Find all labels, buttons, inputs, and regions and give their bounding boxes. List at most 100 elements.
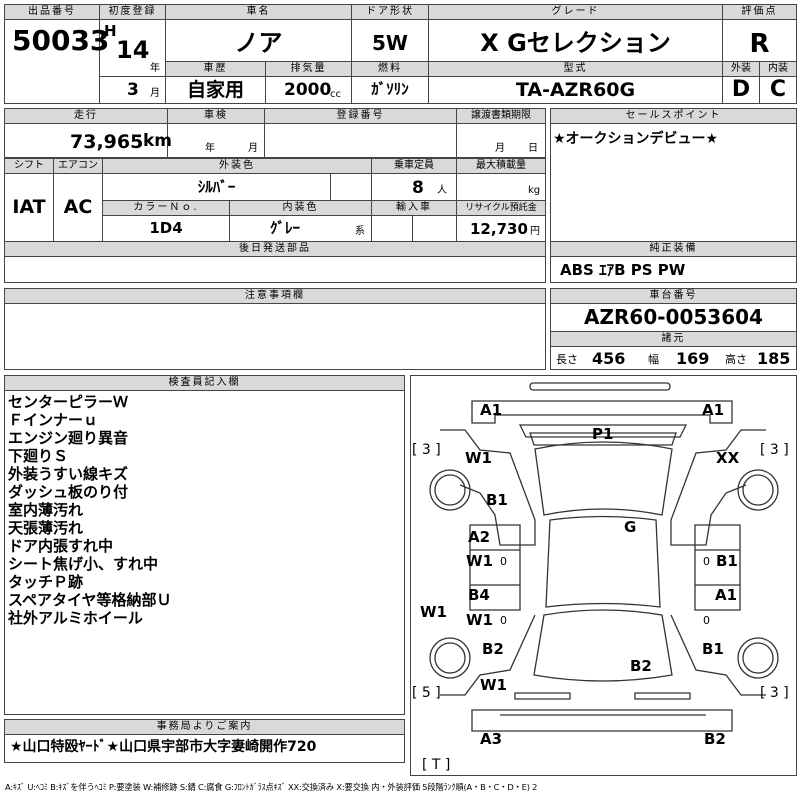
mark-door-rr-1: A1 xyxy=(715,586,737,604)
capacity-unit: 人 xyxy=(437,185,447,196)
office-note: ★山口特殴ﾔｰﾄﾞ★山口県宇部市大字妻崎開作720 xyxy=(10,739,317,755)
mark-door-fl-2: W1 xyxy=(466,552,493,570)
month-unit: 月 xyxy=(150,88,160,99)
mark-qtr-l: B2 xyxy=(482,640,504,658)
interior-grade: C xyxy=(769,77,787,102)
inspector-note: 天張薄汚れ xyxy=(8,519,84,537)
int-color-header: 内装色 xyxy=(230,201,371,216)
mileage-unit: km xyxy=(143,131,173,151)
sales-point: ★オークションデビュー★ xyxy=(553,131,719,147)
inspection-header: 車検 xyxy=(168,109,264,124)
inspector-notes-list: センターピラーＷ Ｆインナーｕ エンジン廻り異音 下廻りＳ 外装うすい線キズ ダ… xyxy=(8,393,403,627)
model-code: TA-AZR60G xyxy=(515,79,636,101)
mark-front-left: A1 xyxy=(480,401,502,419)
door-type: 5W xyxy=(372,31,408,55)
shift-header: シフト xyxy=(5,159,53,174)
mark-sill-l: W1 xyxy=(420,603,447,621)
sales-point-header: セールスポイント xyxy=(551,109,796,124)
mark-door-fl-1: A2 xyxy=(468,528,490,546)
mark-door-rl-1: B4 xyxy=(468,586,490,604)
grade-header: グレード xyxy=(429,5,722,20)
exterior-grade: D xyxy=(731,77,751,102)
width-label: 幅 xyxy=(648,353,659,366)
mark-roof: G xyxy=(624,518,636,536)
color-no: 1D4 xyxy=(149,219,183,237)
door-header: ドア形状 xyxy=(352,5,428,20)
mark-rear-glass: B2 xyxy=(630,657,652,675)
interior-header: 内装 xyxy=(760,62,796,77)
reg-month: 3 xyxy=(127,80,139,100)
history: 自家用 xyxy=(186,79,244,101)
tire-rr: [ 3 ] xyxy=(760,685,789,701)
tire-fr: [ 3 ] xyxy=(760,442,789,458)
mark-door-rl-2: W1 xyxy=(466,611,493,629)
length: 456 xyxy=(592,349,626,368)
door-num-fr: 0 xyxy=(703,555,710,568)
int-color: ｸﾞﾚｰ xyxy=(269,219,300,237)
reg-no-header: 登録番号 xyxy=(265,109,456,124)
displacement: 2000 xyxy=(284,80,332,100)
inspector-block xyxy=(4,375,405,715)
height-label: 高さ xyxy=(725,353,747,366)
mark-pillar-l: B1 xyxy=(486,491,508,509)
mark-qtr-l2: W1 xyxy=(480,676,507,694)
inspector-note: 外装うすい線キズ xyxy=(8,465,129,483)
grade: X Gセレクション xyxy=(480,29,671,57)
mark-fender-fl: W1 xyxy=(465,449,492,467)
tire-rl: [ 5 ] xyxy=(412,685,441,701)
lot-no-header: 出品番号 xyxy=(5,5,99,20)
int-color-unit: 系 xyxy=(355,226,365,237)
office-header: 事務局よりご案内 xyxy=(5,720,404,735)
mark-rear-right: B2 xyxy=(704,730,726,748)
mark-door-fr-1: B1 xyxy=(716,552,738,570)
chassis-number: AZR60-0053604 xyxy=(584,305,763,329)
inspector-note: ダッシュ板のり付 xyxy=(8,483,129,501)
door-num-fl: 0 xyxy=(500,555,507,568)
car-name-header: 車名 xyxy=(166,5,351,20)
transfer-month-unit: 月 xyxy=(495,143,505,154)
reg-year: 14 xyxy=(116,36,150,64)
capacity: 8 xyxy=(412,178,424,198)
displacement-unit: cc xyxy=(330,89,341,100)
std-equip-header: 純正装備 xyxy=(551,242,796,257)
import-header: 輸入車 xyxy=(372,201,456,216)
later-parts-header: 後日発送部品 xyxy=(5,242,545,257)
mileage: 73,965 xyxy=(70,131,144,153)
car-diagram: A1 A1 P1 W1 XX B1 G A2 W1 B1 B4 A1 W1 W1… xyxy=(412,382,789,773)
car-name: ノア xyxy=(234,29,283,57)
max-load-header: 最大積載量 xyxy=(457,159,545,174)
inspector-note: 室内薄汚れ xyxy=(8,501,84,519)
mark-fender-fr: XX xyxy=(716,449,740,467)
length-label: 長さ xyxy=(556,353,578,366)
top-info-block xyxy=(4,4,797,104)
recycle-fee: 12,730 xyxy=(470,220,528,238)
ext-color: ｼﾙﾊﾞｰ xyxy=(197,178,236,196)
fuel-header: 燃料 xyxy=(352,62,428,77)
mark-rear-left: A3 xyxy=(480,730,502,748)
inspector-note: ドア内張すれ中 xyxy=(8,537,114,555)
era: H xyxy=(104,22,117,40)
inspector-note: Ｆインナーｕ xyxy=(8,411,99,429)
height: 185 xyxy=(757,349,791,368)
width: 169 xyxy=(676,349,710,368)
tire-spare: [ T ] xyxy=(422,757,450,773)
inspection-year-unit: 年 xyxy=(205,143,215,154)
legend: A:ｷｽﾞ U:ﾍｺﾐ B:ｷｽﾞを伴うﾍｺﾐ P:要塗装 W:補修跡 S:錆 … xyxy=(5,782,538,792)
notes-header: 注意事項欄 xyxy=(5,289,545,304)
score-header: 評価点 xyxy=(723,5,796,20)
aircon-header: エアコン xyxy=(54,159,102,174)
color-no-header: カラーＮｏ. xyxy=(103,201,229,216)
transfer-header: 譲渡書類期限 xyxy=(457,109,545,124)
max-load-unit: kg xyxy=(528,185,541,196)
ext-color-header: 外装色 xyxy=(103,159,371,174)
transfer-day-unit: 日 xyxy=(528,143,538,154)
shift: IAT xyxy=(12,196,46,218)
fuel: ｶﾞｿﾘﾝ xyxy=(371,80,409,98)
inspector-note: スペアタイヤ等格納部Ｕ xyxy=(8,591,172,609)
door-num-rr: 0 xyxy=(703,614,710,627)
displacement-header: 排気量 xyxy=(266,62,351,77)
inspector-note: シート焦げ小、すれ中 xyxy=(8,555,159,573)
exterior-header: 外装 xyxy=(723,62,759,77)
recycle-unit: 円 xyxy=(530,226,540,237)
tire-fl: [ 3 ] xyxy=(412,442,441,458)
